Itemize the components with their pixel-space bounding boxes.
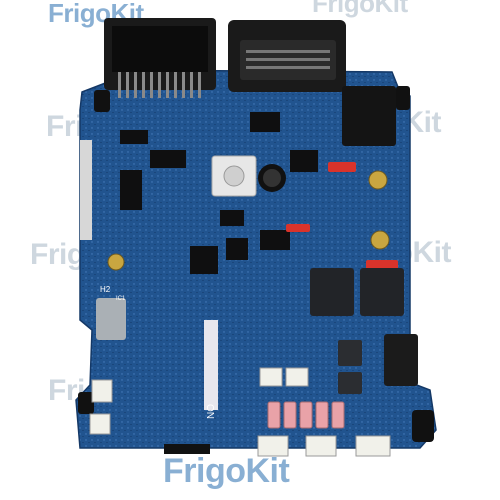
bottom-header xyxy=(164,444,210,454)
screw-terminal-3 xyxy=(107,253,125,271)
watermark-top-right: FrigoKit xyxy=(312,0,408,18)
white-connectors xyxy=(89,367,391,457)
relay-mid-1 xyxy=(310,268,354,316)
silk-ic: IC1 xyxy=(116,296,126,302)
silk-no: NO xyxy=(206,404,217,419)
red-fuses xyxy=(286,162,398,270)
connector-top-left xyxy=(104,18,216,98)
mount-tab-right-top xyxy=(396,86,410,110)
pink-fuses xyxy=(267,401,345,429)
relay-top-right xyxy=(342,86,396,146)
connector-top-center xyxy=(228,20,346,92)
screw-terminal-1 xyxy=(368,170,388,190)
relay-mid-2 xyxy=(360,268,404,316)
silkscreen-strip xyxy=(204,320,218,410)
mount-tab-left-bottom xyxy=(78,392,94,414)
watermark-bottom: FrigoKit xyxy=(163,452,290,490)
upper-components xyxy=(120,112,318,274)
module-left xyxy=(96,298,126,340)
mount-tab-right-bottom xyxy=(412,410,434,442)
connector-right xyxy=(384,334,418,386)
edge-strip xyxy=(80,140,92,240)
mount-tab-left-top xyxy=(94,90,110,112)
silk-h2: H2 xyxy=(100,285,111,294)
screw-terminal-2 xyxy=(370,230,390,250)
